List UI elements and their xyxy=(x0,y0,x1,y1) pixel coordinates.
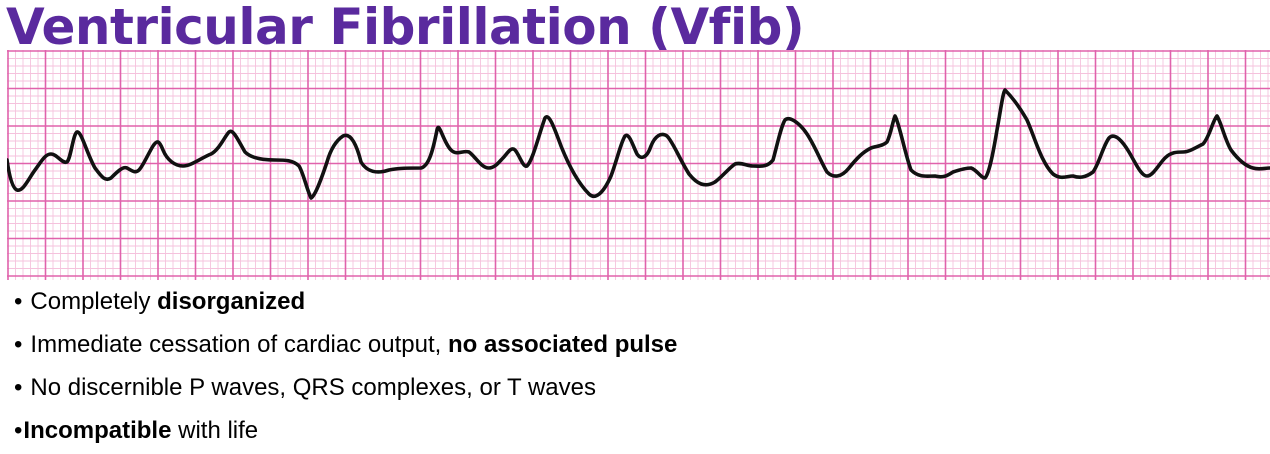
bullet-emphasis: disorganized xyxy=(157,288,306,315)
bullet-text: No discernible P waves, QRS complexes, o… xyxy=(30,374,596,401)
bullet-item-cessation-of-output: •Immediate cessation of cardiac output, … xyxy=(14,325,677,368)
bullet-text: Completely xyxy=(30,288,158,315)
bullet-list: • Completely disorganized • Immediate cess… xyxy=(14,282,677,454)
bullet-text: Immediate cessation of cardiac output, xyxy=(30,331,448,358)
bullet-item-incompatible-with-life: •Incompatible with life xyxy=(14,411,677,454)
ecg-vfib-waveform xyxy=(7,88,1270,200)
bullet-dot-icon: • xyxy=(14,288,23,315)
bullet-dot-icon: • xyxy=(14,374,23,401)
bullet-emphasis: Incompatible xyxy=(23,417,172,444)
bullet-dot-icon: • xyxy=(14,331,23,358)
bullet-item-completely-disorganized: • Completely disorganized xyxy=(14,282,677,325)
bullet-text: with life xyxy=(171,417,259,444)
bullet-dot-icon: • xyxy=(14,417,23,444)
ecg-strip xyxy=(7,50,1270,280)
ecg-rhythm-strip xyxy=(7,50,1270,280)
ecg-grid-major-lines xyxy=(7,50,1270,280)
bullet-emphasis: no associated pulse xyxy=(447,331,678,358)
bullet-item-no-discernible-waves: • No discernible P waves, QRS complexes, … xyxy=(14,368,677,411)
slide-title: Ventricular Fibrillation (Vfib) xyxy=(6,0,805,56)
